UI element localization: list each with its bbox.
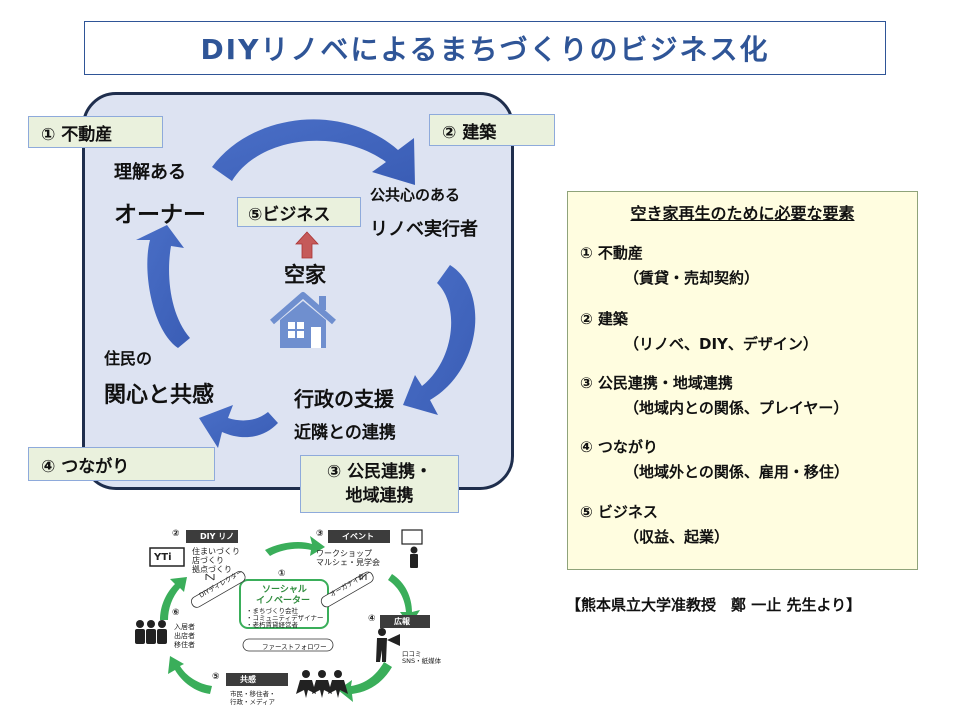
up-arrow-icon <box>295 231 319 259</box>
num-4: ④ <box>368 614 376 624</box>
credit-text: 【熊本県立大学准教授 鄭 一止 先生より】 <box>566 596 862 614</box>
diy-item: 店づくり <box>192 556 224 565</box>
cycle-arrow-right <box>403 265 476 415</box>
requirement-item: ③ 公民連携・地域連携 （地域内との関係、プレイヤー） <box>580 374 849 417</box>
tag-business: ⑤ビジネス <box>237 197 361 227</box>
green-arrow-5 <box>160 577 187 620</box>
cycle-arrow-top <box>212 119 415 185</box>
center-title-1: ソーシャル <box>262 585 307 595</box>
social-innovation-diagram: ① ソーシャル イノベーター ・まちづくり会社 ・コミュニティデザイナー ・老朽… <box>120 522 442 717</box>
event-item: マルシェ・見学会 <box>316 558 380 567</box>
admin-label-1: 行政の支援 <box>294 387 394 411</box>
requirements-box: 空き家再生のために必要な要素 ① 不動産 （賃貸・売却契約） ② 建築 （リノベ… <box>567 191 918 570</box>
residents-label-2: 関心と共感 <box>104 383 215 408</box>
tag-public-private: ③ 公民連携・ 地域連携 <box>300 455 459 513</box>
green-arrow-4 <box>168 656 212 694</box>
first-follower-label: ファーストフォロワー <box>262 643 327 651</box>
empathy-item: 行政・メディア <box>230 698 276 706</box>
pr-item: SNS・紙媒体 <box>402 657 442 665</box>
vacant-label: 空家 <box>284 263 326 287</box>
people-item: 出店者 <box>174 632 195 640</box>
num-3: ③ <box>316 529 324 539</box>
diy-bar: DIY リノベ <box>186 530 238 554</box>
house-icon <box>270 292 336 348</box>
title-box: DIYリノベによるまちづくりのビジネス化 <box>84 21 886 75</box>
owner-label-1: 理解ある <box>114 162 186 183</box>
people-item: 入居者 <box>174 623 195 631</box>
green-arrow-3 <box>338 662 392 702</box>
cycle-arrow-bottom <box>199 405 278 448</box>
sign-icon: YTi <box>154 552 172 563</box>
double-arrow-icon <box>359 573 367 581</box>
diy-item: 住まいづくり <box>192 547 240 556</box>
num-5: ⑤ <box>212 672 220 682</box>
owner-label-2: オーナー <box>114 202 206 228</box>
residents-group-icon <box>135 620 167 644</box>
cycle-arrow-left <box>136 225 190 348</box>
double-arrow-icon <box>205 573 215 581</box>
requirements-heading: 空き家再生のために必要な要素 <box>630 204 855 223</box>
small-diagram-graphics <box>135 529 423 702</box>
empathy-item: 市民・移住者・ <box>230 690 276 698</box>
num-6: ⑥ <box>172 608 180 618</box>
requirement-item: ② 建築 （リノベ、DIY、デザイン） <box>580 310 818 353</box>
center-list-item: ・まちづくり会社 <box>246 607 298 615</box>
green-arrow-2 <box>388 574 420 626</box>
tag-real-estate: ① 不動産 <box>28 116 163 148</box>
center-list-item: ・老朽賃貸経営者 <box>246 621 298 629</box>
pr-item: 口コミ <box>402 650 422 658</box>
supporters-group-icon <box>296 670 348 698</box>
tag-architecture: ② 建築 <box>429 114 555 146</box>
requirement-item: ④ つながり （地域外との関係、雇用・移住） <box>580 438 849 481</box>
green-arrow-1 <box>265 536 325 556</box>
center-title-2: イノベーター <box>256 596 311 606</box>
event-item: ワークショップ <box>316 549 372 558</box>
center-number: ① <box>278 569 286 579</box>
empathy-bar: 共感 <box>226 673 288 686</box>
requirement-item: ⑤ ビジネス （収益、起業） <box>580 503 730 546</box>
diy-item: 拠点づくり <box>192 565 232 574</box>
presenter-icon <box>401 529 423 568</box>
people-item: 移住者 <box>174 641 195 649</box>
pr-bar: 広報 <box>380 615 430 628</box>
event-bar: イベント <box>328 530 390 543</box>
renovator-label-2: リノベ実行者 <box>370 219 478 240</box>
page-title: DIYリノベによるまちづくりのビジネス化 <box>200 33 770 66</box>
tag-connection: ④ つながり <box>28 447 215 481</box>
num-2: ② <box>172 529 180 539</box>
residents-label-1: 住民の <box>104 349 153 368</box>
megaphone-person-icon <box>376 628 400 662</box>
requirement-item: ① 不動産 （賃貸・売却契約） <box>580 244 760 287</box>
center-list-item: ・コミュニティデザイナー <box>246 614 324 622</box>
renovator-label-1: 公共心のある <box>370 186 461 204</box>
admin-label-2: 近隣との連携 <box>294 423 396 443</box>
